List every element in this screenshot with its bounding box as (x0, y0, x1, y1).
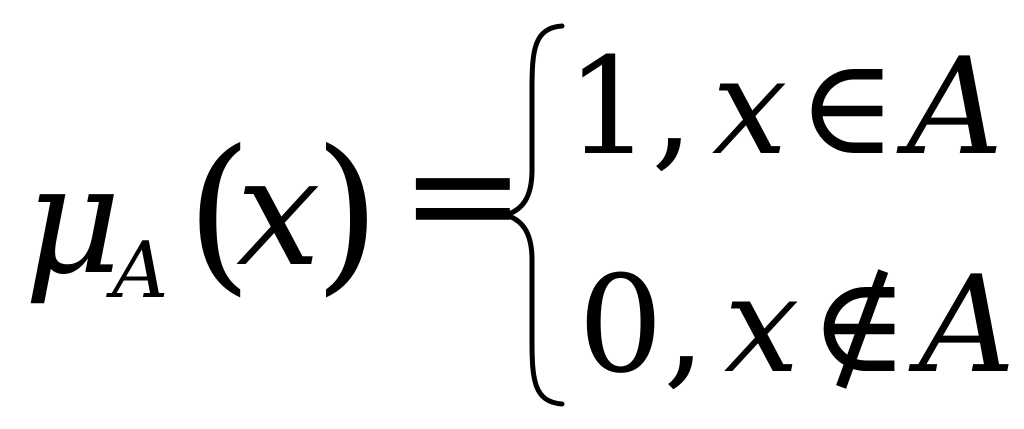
case-row-2: 0,x∉A (578, 258, 1015, 392)
subscript-a: A (112, 226, 169, 316)
left-brace-icon (500, 23, 565, 407)
case-value: 1, (566, 29, 694, 185)
close-paren: ) (314, 114, 381, 312)
argument-x: x (236, 126, 321, 300)
open-paren: ( (186, 114, 253, 312)
case-relation: ∉ (809, 247, 909, 403)
case-variable: x (711, 29, 788, 185)
case-value: 0, (578, 247, 706, 403)
mu-symbol: μ (24, 134, 122, 308)
case-set: A (918, 247, 1016, 403)
case-row-1: 1,x∈A (566, 40, 1003, 174)
case-set: A (906, 29, 1004, 185)
equals-sign: = (400, 108, 526, 282)
case-relation: ∈ (797, 29, 897, 185)
case-variable: x (723, 247, 800, 403)
